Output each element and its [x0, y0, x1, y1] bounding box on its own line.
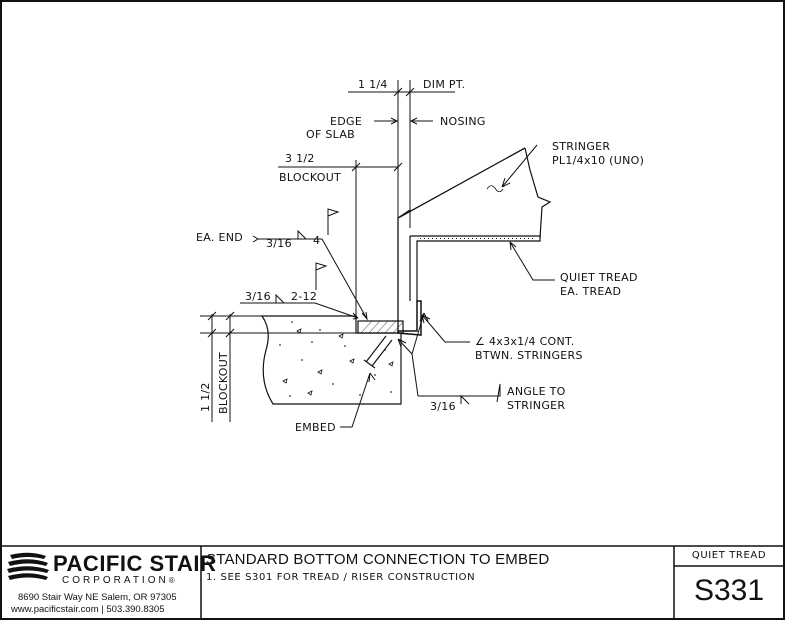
- label-weld-4: 4: [313, 234, 320, 247]
- stringer-leader: [501, 144, 538, 188]
- concrete-triangles: [282, 328, 394, 396]
- quiet-tread: [410, 235, 541, 301]
- label-weld-3-16-c: 3/16: [430, 400, 456, 413]
- embed-anchor-stud: [363, 335, 393, 369]
- label-dim-pt: DIM PT.: [423, 78, 465, 91]
- label-quiet-tread: QUIET TREAD: [560, 271, 638, 284]
- label-angle: ∠ 4x3x1/4 CONT.: [475, 335, 575, 348]
- embed-leader: [340, 372, 376, 428]
- title-block-frame: [1, 545, 784, 619]
- label-angle-to: ANGLE TO: [507, 385, 566, 398]
- embed-plate: [357, 320, 404, 334]
- weld-symbol-ea-end: [252, 208, 368, 321]
- label-blockout-side: BLOCKOUT: [217, 352, 230, 414]
- label-nosing: NOSING: [440, 115, 486, 128]
- label-stringer-size: PL1/4x10 (UNO): [552, 154, 644, 167]
- fillet-symbol-2: [275, 293, 285, 304]
- registered-mark: ®: [168, 576, 175, 585]
- angle-to-stringer-arrow-2: [397, 338, 413, 355]
- label-ea-tread: EA. TREAD: [560, 285, 621, 298]
- company-contact: www.pacificstair.com | 503.390.8305: [11, 604, 165, 615]
- concrete-aggregate: [279, 321, 392, 397]
- label-dim-1-1-4: 1 1/4: [358, 78, 388, 91]
- blockout-dim-line: [278, 160, 403, 316]
- detail-note: 1. SEE S301 FOR TREAD / RISER CONSTRUCTI…: [206, 572, 476, 583]
- stringer-break-line: [524, 147, 552, 239]
- label-weld-3-16-a: 3/16: [266, 237, 292, 250]
- nosing-arrow: [409, 117, 433, 125]
- drawing-labels: 1 1/4 DIM PT. EDGE OF SLAB NOSING 3 1/2 …: [196, 78, 644, 434]
- detail-drawing: [200, 80, 555, 428]
- label-ea-end: EA. END: [196, 231, 243, 244]
- label-embed: EMBED: [295, 421, 336, 434]
- label-edge: EDGE: [330, 115, 362, 128]
- quiet-tread-leader: [509, 241, 555, 281]
- label-dim-1-1-2: 1 1/2: [199, 382, 212, 412]
- fillet-symbol-3: [460, 394, 470, 405]
- company-logo-icon: [7, 552, 49, 580]
- detail-title: STANDARD BOTTOM CONNECTION TO EMBED: [206, 551, 550, 568]
- label-dim-3-1-2: 3 1/2: [285, 152, 315, 165]
- weld-symbol-2-12: [240, 262, 359, 320]
- company-address: 8690 Stair Way NE Salem, OR 97305: [18, 592, 177, 603]
- company-sub-text: CORPORATION: [62, 575, 169, 586]
- category-label: QUIET TREAD: [691, 550, 767, 561]
- label-blockout-top: BLOCKOUT: [279, 171, 341, 184]
- label-of-slab: OF SLAB: [306, 128, 355, 141]
- edge-of-slab-arrow: [374, 117, 399, 125]
- angle-leader: [421, 314, 470, 343]
- embed-plate-hatch: [360, 320, 404, 334]
- concrete-slab: [260, 315, 402, 405]
- steel-angle: [397, 300, 422, 336]
- company-subtitle: CORPORATION®: [62, 575, 175, 586]
- side-dims: [200, 311, 356, 422]
- label-stringer: STRINGER: [552, 140, 610, 153]
- sheet-number: S331: [693, 574, 765, 607]
- label-btwn-stringers: BTWN. STRINGERS: [475, 349, 583, 362]
- label-stringer-2: STRINGER: [507, 399, 565, 412]
- label-weld-3-16-b: 3/16: [245, 290, 271, 303]
- stringer-hatch-mark: [486, 185, 504, 193]
- label-weld-2-12: 2-12: [291, 290, 317, 303]
- company-name: PACIFIC STAIR: [53, 551, 217, 576]
- fillet-symbol-1: [297, 229, 307, 240]
